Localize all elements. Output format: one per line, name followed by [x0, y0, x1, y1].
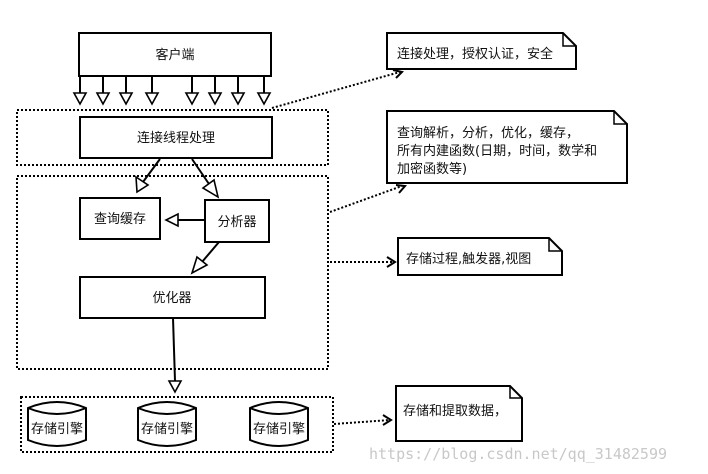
client-node: 客户端 [78, 32, 272, 77]
parser-node: 分析器 [204, 199, 270, 243]
link-storage-to-note [333, 414, 393, 426]
storage-engine-1: 存储引擎 [27, 401, 87, 447]
watermark: https://blog.csdn.net/qq_31482599 [369, 445, 667, 463]
note-server: 查询解析，分析，优化，缓存， 所有内建函数(日期，时间，数学和 加密函数等) [386, 110, 628, 184]
edge-optimizer-to-storage [167, 317, 183, 394]
edge-parser-to-optimizer [190, 241, 220, 275]
parser-label: 分析器 [217, 215, 256, 230]
storage-layer-group [20, 396, 334, 453]
client-connection-arrows [72, 76, 272, 106]
client-arrow-4 [144, 77, 160, 106]
note-connection-line: 连接处理，授权认证，安全 [397, 46, 553, 62]
note-connection: 连接处理，授权认证，安全 [386, 32, 577, 70]
client-arrow-5 [184, 77, 200, 106]
note-cross-engine-line: 存储过程,触发器,视图 [406, 251, 531, 267]
note-server-line-2: 所有内建函数(日期，时间，数学和 [397, 143, 597, 159]
storage-engine-label: 存储引擎 [253, 422, 305, 437]
storage-engine-3: 存储引擎 [249, 401, 309, 447]
client-arrow-8 [256, 76, 272, 106]
link-server-to-note [329, 184, 407, 213]
storage-engine-label: 存储引擎 [141, 422, 193, 437]
link-connection-to-note [271, 69, 404, 109]
connection-threads-node: 连接线程处理 [79, 116, 273, 159]
query-cache-label: 查询缓存 [94, 212, 146, 227]
note-storage-line: 存储和提取数据， [403, 403, 507, 419]
client-arrow-6 [207, 77, 223, 106]
link-cross-engine-to-note [330, 256, 397, 268]
query-cache-node: 查询缓存 [79, 197, 161, 240]
connection-layer-group [16, 109, 329, 166]
note-server-line-3: 加密函数等) [397, 161, 467, 177]
client-label: 客户端 [155, 47, 194, 63]
edge-connection-to-parser [191, 158, 220, 199]
note-server-line-1: 查询解析，分析，优化，缓存， [397, 126, 579, 141]
connection-threads-label: 连接线程处理 [137, 130, 215, 146]
client-arrow-2 [95, 77, 111, 106]
server-layer-group [16, 175, 329, 370]
optimizer-node: 优化器 [79, 276, 266, 319]
client-arrow-1 [72, 76, 88, 106]
client-arrow-3 [118, 76, 134, 106]
note-cross-engine: 存储过程,触发器,视图 [397, 237, 563, 276]
optimizer-label: 优化器 [152, 291, 191, 306]
client-arrow-7 [230, 77, 246, 106]
note-storage: 存储和提取数据， [395, 385, 523, 442]
edge-connection-to-query-cache [135, 158, 161, 194]
storage-engine-label: 存储引擎 [31, 422, 83, 437]
storage-engine-2: 存储引擎 [137, 401, 197, 447]
edge-parser-to-query-cache [164, 212, 205, 228]
